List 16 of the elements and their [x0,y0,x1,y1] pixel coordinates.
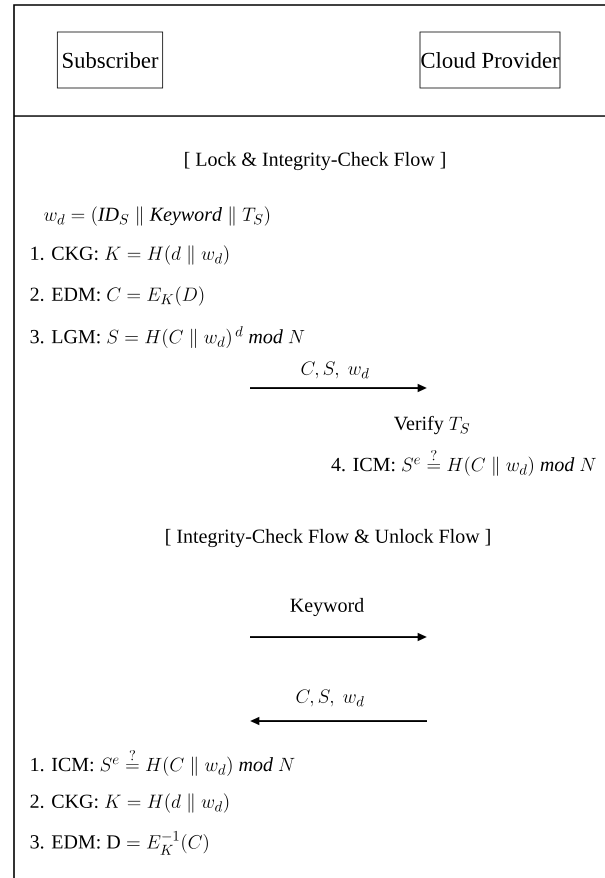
message-label: Keyword [290,598,364,616]
section-heading: [ Integrity-Check Flow & Unlock Flow ] [166,528,490,548]
step-text: $\text{3. LGM: } S = H(C \parallel w_d)^{\,d}\ \mathit{mod}\ N$ [30,326,304,348]
step-text: $\text{4. ICM: } S^e \stackrel{?}{=} H(C \parallel w_d)\ \mathit{mod}\ N$ [331,450,596,476]
step-text: $\text{2. CKG: } K = H(d \parallel w_d)$ [30,793,228,813]
section-heading: [ Lock & Integrity-Check Flow ] [185,152,445,170]
message-label: $C, S,\ w_d$ [301,361,369,378]
participant-box: Subscriber [56,32,164,88]
step-text: $\text{1. CKG: } K = H(d \parallel w_d)$ [31,245,228,265]
step-text: $\text{1. ICM: } S^e \stackrel{?}{=} H(C \parallel w_d)\ \mathit{mod}\ N$ [31,750,294,776]
participant-box: Cloud Provider [420,32,560,88]
formula: $w_d = (\mathit{ID}_S \parallel \mathit{Keyword} \parallel T_S)$ [44,206,270,226]
step-text: $\text{3. EDM: } \mathrm{D} = E_K^{-1}(C)$ [30,830,208,855]
message-label: $C, S,\ w_d$ [296,689,364,706]
step-text: $\text{2. EDM: } C = E_K(D)$ [30,286,204,306]
step-text: $\text{Verify } T_S$ [394,416,470,434]
